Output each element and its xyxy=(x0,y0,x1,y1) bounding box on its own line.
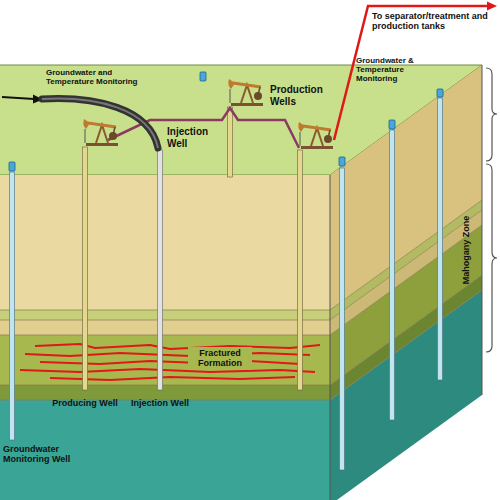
fracture-line xyxy=(20,369,315,372)
injection-well xyxy=(158,150,163,390)
producing-well xyxy=(298,150,303,390)
sensors xyxy=(9,72,443,171)
monitoring-well xyxy=(438,98,443,380)
block-edge xyxy=(330,65,482,500)
teal-layer-side xyxy=(330,290,482,500)
monitoring-sensor xyxy=(200,72,206,81)
thin-green-layer xyxy=(0,310,330,320)
injection-pipe xyxy=(42,99,158,148)
teal-layer xyxy=(0,400,330,500)
inflow-arrow xyxy=(2,97,34,99)
callout-label: Groundwater & Temperature Monitoring xyxy=(356,56,436,84)
producing-well xyxy=(83,147,88,390)
boundary-line xyxy=(0,210,482,320)
dark-green-layer xyxy=(0,385,330,400)
bracket xyxy=(486,68,497,161)
producing-well xyxy=(228,107,233,177)
callout-label: Production Wells xyxy=(270,84,332,107)
fracture-line xyxy=(40,361,300,364)
callout-label: Groundwater Monitoring Well xyxy=(3,444,95,465)
callout-label: To separator/treatment and production ta… xyxy=(372,11,496,32)
monitoring-well xyxy=(10,172,15,440)
callout-label: Fractured Formation xyxy=(188,347,252,370)
formation-layer xyxy=(0,335,330,385)
monitoring-sensor xyxy=(339,157,345,166)
boundary-line xyxy=(0,290,482,400)
sand-layer xyxy=(0,320,330,335)
fracture-line xyxy=(25,353,310,356)
pumpjack xyxy=(298,122,333,149)
monitoring-sensor xyxy=(437,89,443,97)
pipe-highlight xyxy=(42,99,158,148)
fracture-line xyxy=(35,344,320,349)
callout-label: Injection Well xyxy=(127,398,193,408)
bracket xyxy=(486,164,497,352)
pumpjack xyxy=(83,119,118,146)
layer-boundaries xyxy=(0,200,482,400)
monitoring-well xyxy=(340,168,345,470)
callout-label: Groundwater and Temperature Monitoring xyxy=(46,68,138,86)
callout-label: Injection Well xyxy=(167,126,217,149)
boundary-line xyxy=(0,225,482,335)
monitoring-well xyxy=(390,130,395,420)
sand-layer xyxy=(0,175,330,310)
boundary-line xyxy=(0,275,482,385)
arrow-head xyxy=(487,2,497,11)
zone-label: Mahogany Zone xyxy=(461,216,471,285)
monitoring-sensor xyxy=(9,162,15,171)
monitoring-sensor xyxy=(389,120,395,129)
callout-label: Producing Well xyxy=(52,398,118,408)
boundary-line xyxy=(0,200,482,310)
fractures xyxy=(20,344,320,380)
pumpjack xyxy=(228,79,263,106)
